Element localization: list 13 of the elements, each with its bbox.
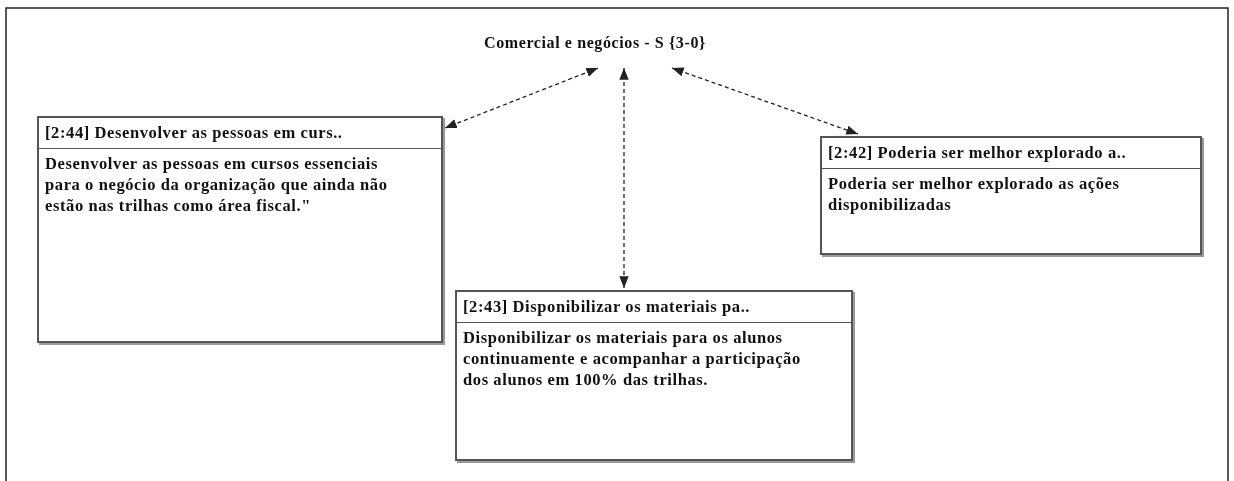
note-body: Poderia ser melhor explorado as ações disponibilizadas [827,173,1121,216]
note-body: Desenvolver as pessoas em cursos essenciais para o negócio da organização que ainda não estão nas trilhas como área fiscal." [44,153,389,217]
dashed-arrow [444,67,599,129]
note-box [455,290,853,461]
note-heading: [2:44] Desenvolver as pessoas em curs.. [39,118,441,149]
note-body: Disponibilizar os materiais para os alunos continuamente e acompanhar a participação dos alunos em 100% das trilhas. [462,327,802,391]
note-box [37,116,443,343]
dashed-arrow [671,67,859,135]
title-text: Comercial e negócios - S {3-0} [460,32,730,54]
note-heading: [2:42] Poderia ser melhor explorado a.. [822,138,1200,169]
note-box [820,136,1202,255]
note-heading: [2:43] Disponibilizar os materiais pa.. [457,292,851,323]
dashed-arrow [619,67,629,289]
